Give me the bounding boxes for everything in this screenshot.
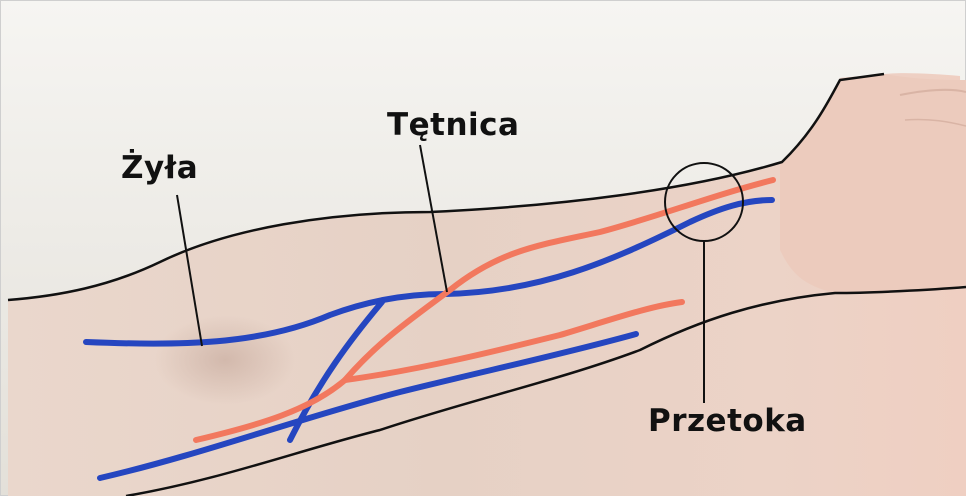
elbow-shadow <box>155 315 295 405</box>
fistula-label: Przetoka <box>648 406 807 437</box>
artery-label: Tętnica <box>387 110 519 141</box>
vein-label: Żyła <box>121 153 198 184</box>
